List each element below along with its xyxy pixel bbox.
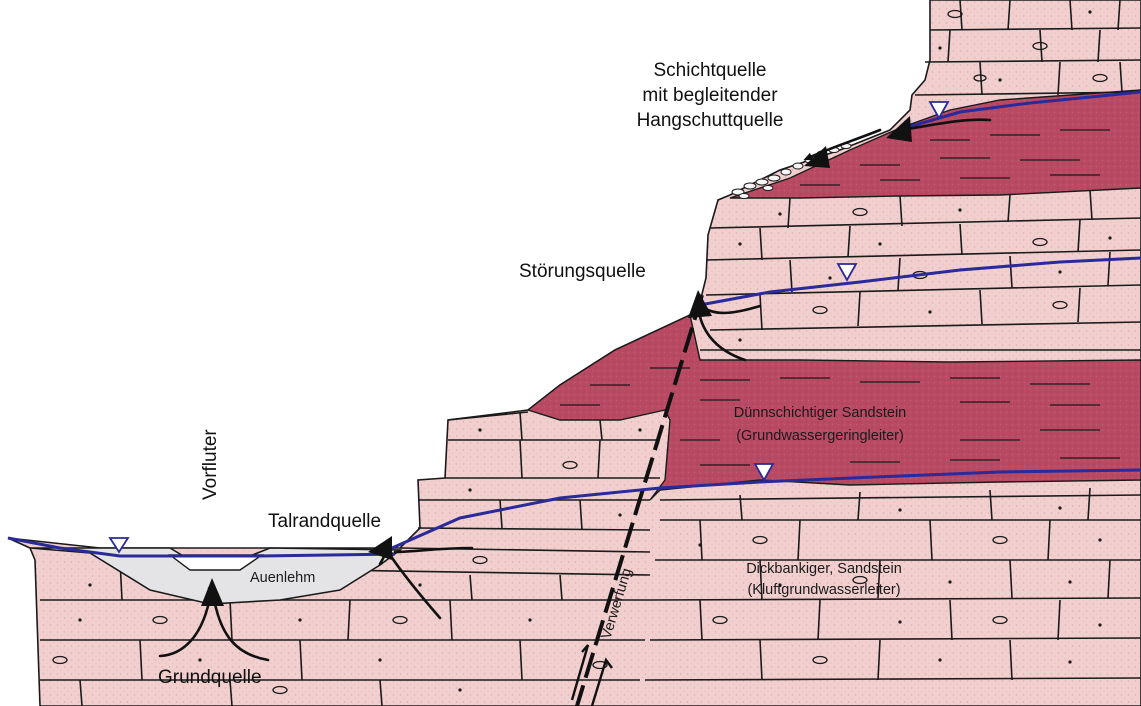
label-duennschichtig-1: Dünnschichtiger Sandstein <box>734 405 907 421</box>
label-dickbankig-2: (Kluftgrundwasserleiter) <box>747 582 900 598</box>
label-vorfluter: Vorfluter <box>200 429 221 500</box>
label-schichtquelle-2: mit begleitender <box>642 85 778 106</box>
label-schichtquelle-1: Schichtquelle <box>653 60 766 81</box>
label-talrandquelle: Talrandquelle <box>268 511 381 532</box>
label-schichtquelle-3: Hangschuttquelle <box>637 110 784 131</box>
label-stoerungsquelle: Störungsquelle <box>519 261 646 282</box>
label-duennschichtig-2: (Grundwassergeringleiter) <box>736 428 904 444</box>
label-grundquelle: Grundquelle <box>158 667 262 688</box>
label-dickbankig-1: Dickbankiger, Sandstein <box>746 561 902 577</box>
label-auenlehm: Auenlehm <box>250 570 315 586</box>
